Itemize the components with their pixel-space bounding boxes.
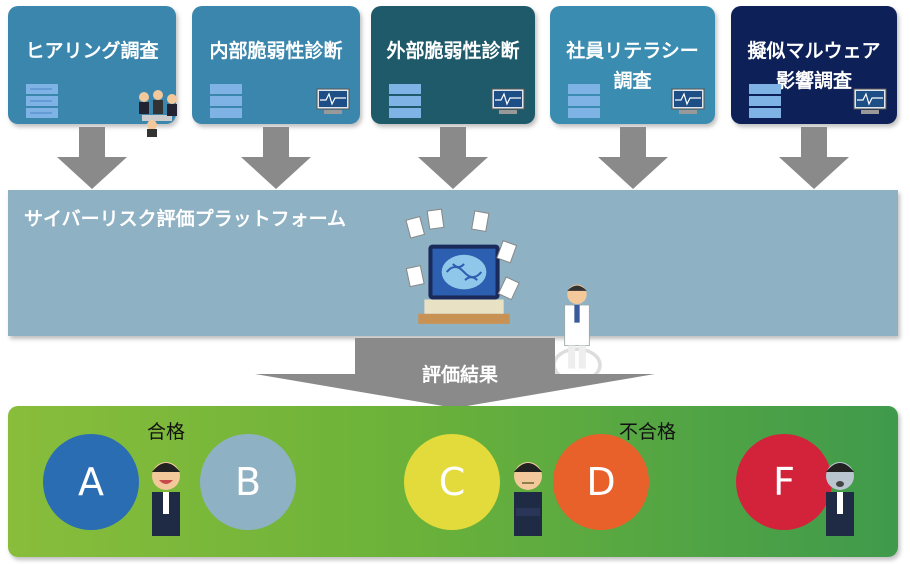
box-label: 社員リテラシー 調査 [566, 40, 699, 92]
results-panel: 合格 不合格 A B C D F [8, 406, 898, 557]
worried-businessman-icon [514, 462, 542, 536]
fail-label: 不合格 [619, 421, 677, 443]
server-icon [210, 84, 242, 118]
box-label: 擬似マルウェア 影響調査 [747, 40, 881, 92]
box-malware-impact: 擬似マルウェア 影響調査 [731, 6, 897, 124]
monitor-icon [491, 88, 525, 114]
grade-f-circle: F [736, 434, 832, 530]
server-icon [26, 84, 58, 118]
monitor-icon [853, 88, 887, 114]
server-icon [749, 84, 781, 118]
shocked-businessman-icon [826, 462, 854, 536]
ai-brain-computer-icon [405, 208, 520, 324]
down-arrow-icon [598, 127, 668, 189]
monitor-icon [316, 88, 350, 114]
box-label: ヒアリング調査 [25, 40, 159, 62]
down-arrow-icon [57, 127, 127, 189]
result-label: 評価結果 [421, 364, 498, 386]
grade-c-circle: C [404, 434, 500, 530]
box-external-vuln: 外部脆弱性診断 [371, 6, 535, 124]
box-hearing: ヒアリング調査 [8, 6, 177, 137]
meeting-people-icon [139, 90, 177, 137]
box-employee-literacy: 社員リテラシー 調査 [550, 6, 715, 124]
down-arrow-icon [779, 127, 849, 189]
platform-title: サイバーリスク評価プラットフォーム [24, 208, 347, 230]
box-label: 内部脆弱性診断 [209, 40, 343, 62]
box-label: 外部脆弱性診断 [386, 40, 520, 62]
box-internal-vuln: 内部脆弱性診断 [192, 6, 360, 124]
result-arrow-icon [255, 338, 655, 408]
grade-a-circle: A [43, 434, 139, 530]
grade-d-circle: D [553, 434, 649, 530]
monitor-icon [671, 88, 705, 114]
risk-evaluation-platform: サイバーリスク評価プラットフォーム [8, 190, 898, 383]
server-icon [389, 84, 421, 118]
down-arrow-icon [241, 127, 311, 189]
pass-label: 合格 [147, 421, 186, 443]
down-arrow-icon [418, 127, 488, 189]
happy-businessman-icon [152, 462, 180, 536]
grade-b-circle: B [200, 434, 296, 530]
server-icon [568, 84, 600, 118]
